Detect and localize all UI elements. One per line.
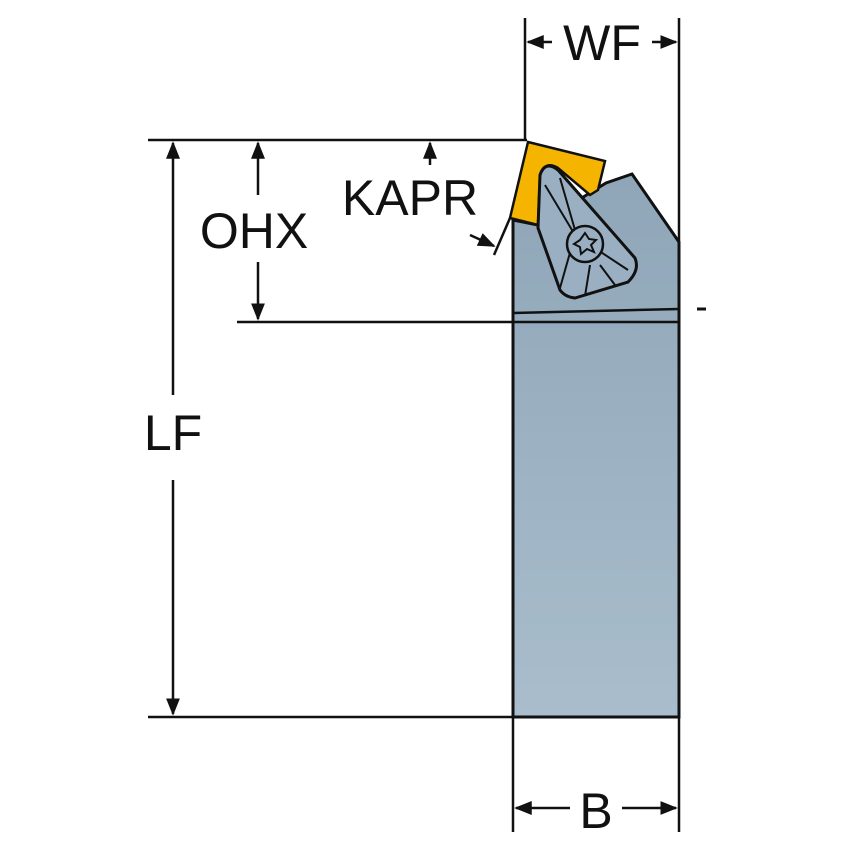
wf-label: WF xyxy=(563,15,641,71)
torx-recess xyxy=(572,231,599,256)
b-label: B xyxy=(579,783,612,839)
kapr-arrow-side xyxy=(469,233,496,248)
kapr-extension-line xyxy=(492,217,512,256)
lf-label: LF xyxy=(144,405,202,461)
shank-edge-line xyxy=(512,307,680,315)
kapr-label: KAPR xyxy=(342,170,478,226)
ohx-label: OHX xyxy=(200,203,308,259)
